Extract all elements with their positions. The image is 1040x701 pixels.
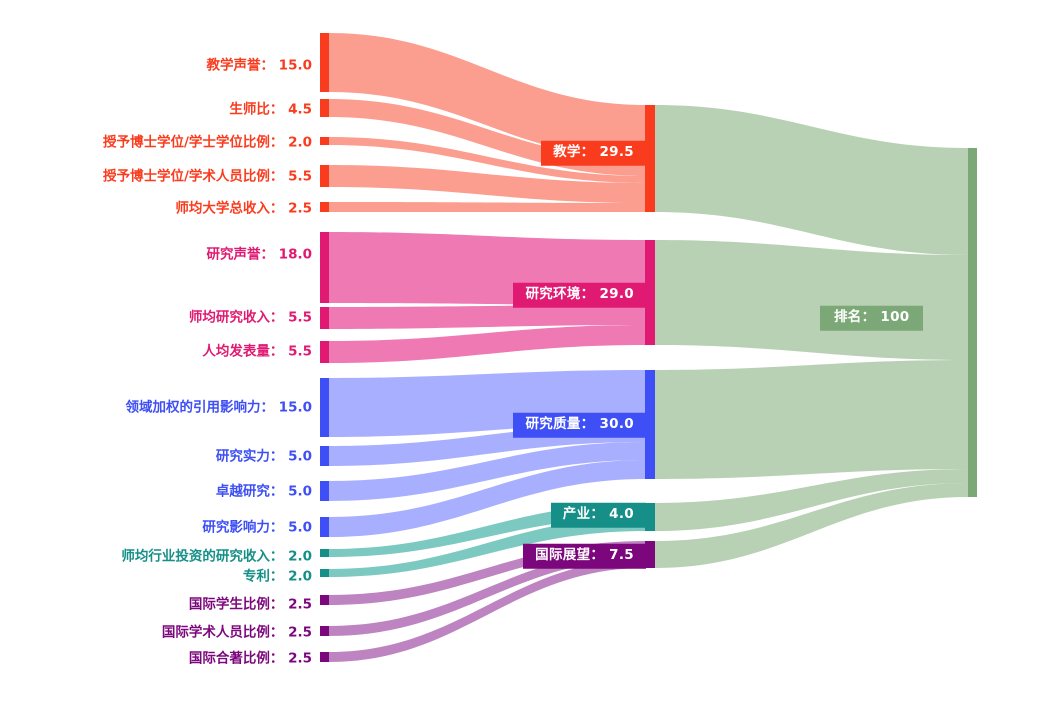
f-n15-m4 bbox=[329, 550, 645, 636]
f-n3-m0 bbox=[329, 165, 645, 203]
f-n7-m1 bbox=[329, 325, 645, 363]
node-bar-m3[interactable] bbox=[645, 503, 655, 531]
f-m1-t0 bbox=[655, 240, 968, 360]
node-label-n1: 生师比： 4.5 bbox=[229, 101, 312, 118]
node-bar-t0[interactable] bbox=[968, 148, 977, 497]
node-label-m0: 教学： 29.5 bbox=[541, 140, 646, 166]
node-label-n14: 国际学生比例： 2.5 bbox=[188, 596, 312, 613]
flow-ribbons-group bbox=[329, 33, 968, 662]
node-bar-n6[interactable] bbox=[320, 307, 329, 329]
node-label-n0: 教学声誉： 15.0 bbox=[206, 57, 312, 74]
f-m0-t0 bbox=[655, 105, 968, 255]
node-label-n15: 国际学术人员比例： 2.5 bbox=[161, 624, 312, 641]
node-bar-n14[interactable] bbox=[320, 595, 329, 605]
node-label-n5: 研究声誉： 18.0 bbox=[206, 246, 312, 263]
node-label-n13: 专利： 2.0 bbox=[242, 568, 312, 585]
node-bar-n16[interactable] bbox=[320, 652, 329, 662]
node-label-m1: 研究环境： 29.0 bbox=[513, 282, 646, 308]
node-label-m2: 研究质量： 30.0 bbox=[513, 412, 646, 438]
node-label-n7: 人均发表量： 5.5 bbox=[202, 343, 312, 360]
node-label-m3: 产业： 4.0 bbox=[550, 502, 646, 528]
node-bar-m4[interactable] bbox=[645, 541, 655, 568]
f-m3-t0 bbox=[655, 469, 968, 531]
node-bar-m1[interactable] bbox=[645, 240, 655, 345]
f-n4-m0 bbox=[329, 202, 645, 212]
node-label-t0: 排名： 100 bbox=[820, 305, 924, 331]
node-bar-n3[interactable] bbox=[320, 165, 329, 187]
node-bar-n5[interactable] bbox=[320, 232, 329, 303]
node-bars-group bbox=[320, 33, 977, 662]
f-m4-t0 bbox=[655, 483, 968, 568]
node-bar-n10[interactable] bbox=[320, 481, 329, 501]
node-bar-n4[interactable] bbox=[320, 202, 329, 212]
node-bar-n8[interactable] bbox=[320, 378, 329, 437]
node-bar-n0[interactable] bbox=[320, 33, 329, 92]
f-n2-m0 bbox=[329, 137, 645, 183]
node-label-n3: 授予博士学位/学术人员比例： 5.5 bbox=[102, 168, 312, 185]
node-label-n8: 领域加权的引用影响力： 15.0 bbox=[125, 399, 312, 416]
node-bar-n9[interactable] bbox=[320, 446, 329, 466]
node-label-n9: 研究实力： 5.0 bbox=[215, 448, 312, 465]
node-bar-m2[interactable] bbox=[645, 370, 655, 479]
node-bar-n13[interactable] bbox=[320, 569, 329, 577]
node-label-n11: 研究影响力： 5.0 bbox=[202, 519, 312, 536]
node-bar-m0[interactable] bbox=[645, 105, 655, 212]
node-bar-n15[interactable] bbox=[320, 626, 329, 636]
node-bar-n11[interactable] bbox=[320, 517, 329, 537]
node-label-n12: 师均行业投资的研究收入： 2.0 bbox=[121, 548, 312, 565]
f-n13-m3 bbox=[329, 517, 645, 577]
node-label-n6: 师均研究收入： 5.5 bbox=[188, 309, 312, 326]
node-bar-n7[interactable] bbox=[320, 341, 329, 363]
f-n0-m0 bbox=[329, 33, 645, 159]
f-n6-m1 bbox=[329, 305, 645, 329]
node-label-n10: 卓越研究： 5.0 bbox=[215, 483, 312, 500]
node-label-m4: 国际展望： 7.5 bbox=[523, 543, 646, 569]
f-m2-t0 bbox=[655, 360, 968, 479]
node-label-n4: 师均大学总收入： 2.5 bbox=[175, 200, 312, 217]
node-bar-n12[interactable] bbox=[320, 549, 329, 557]
f-n16-m4 bbox=[329, 559, 645, 662]
node-bar-n1[interactable] bbox=[320, 99, 329, 117]
f-n10-m2 bbox=[329, 442, 645, 501]
node-label-n2: 授予博士学位/学士学位比例： 2.0 bbox=[102, 134, 312, 151]
node-bar-n2[interactable] bbox=[320, 137, 329, 145]
f-n11-m2 bbox=[329, 460, 645, 537]
node-label-n16: 国际合著比例： 2.5 bbox=[188, 650, 312, 667]
